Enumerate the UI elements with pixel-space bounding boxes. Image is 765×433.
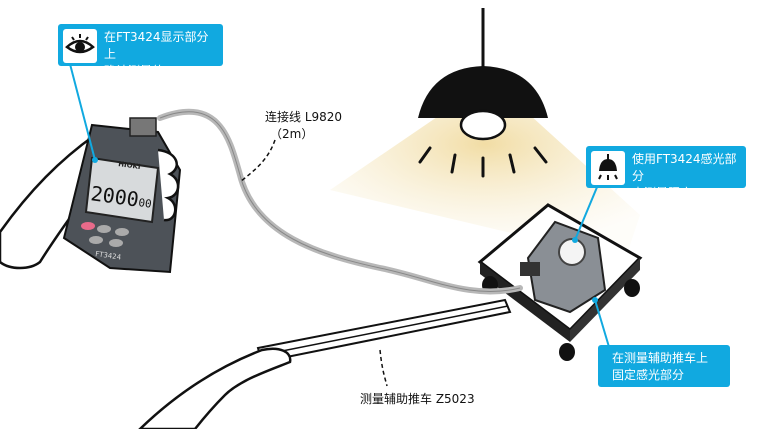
leader-lines: [239, 139, 388, 387]
light-rays: [418, 146, 548, 178]
callout-display: 在FT3424显示部分上 确认测量值: [58, 24, 223, 78]
device-reading-small: 00: [138, 196, 153, 211]
sensor-clamp: [520, 262, 540, 276]
cart-side: [480, 262, 570, 342]
device-model: FT3424: [95, 250, 122, 262]
sensor-body: [526, 220, 607, 314]
callout-cart: 在测量辅助推车上 固定感光部分: [598, 345, 730, 387]
device-screen: [84, 156, 160, 224]
device-buttons: [81, 222, 129, 247]
callout-display-line2: 确认测量值: [104, 64, 165, 78]
callout-sensor: 使用FT3424感光部分 来测量照度: [586, 146, 746, 200]
device-connector: [129, 117, 157, 137]
lamp-shade: [418, 66, 548, 118]
lamp-icon: [591, 151, 625, 185]
eye-icon: [63, 29, 97, 63]
callout-sensor-line1: 使用FT3424感光部分: [632, 152, 737, 183]
callout-sensor-line2: 来测量照度: [632, 186, 693, 200]
device-brand: HIOKI: [118, 160, 141, 171]
callout-cart-line2: 固定感光部分: [612, 368, 685, 382]
callout-cart-line1: 在测量辅助推车上: [612, 351, 709, 365]
cable-length-label: （2m）: [270, 127, 314, 141]
lamp-bulb: [459, 109, 507, 141]
sensor-window: [558, 238, 586, 266]
cart-label: 测量辅助推车 Z5023: [360, 392, 475, 406]
callout-display-line1: 在FT3424显示部分上: [104, 30, 209, 61]
right-arm: [136, 347, 292, 431]
cart-side-2: [570, 258, 640, 342]
left-fingers: [157, 148, 180, 222]
cable-label: 连接线 L9820: [265, 110, 343, 124]
